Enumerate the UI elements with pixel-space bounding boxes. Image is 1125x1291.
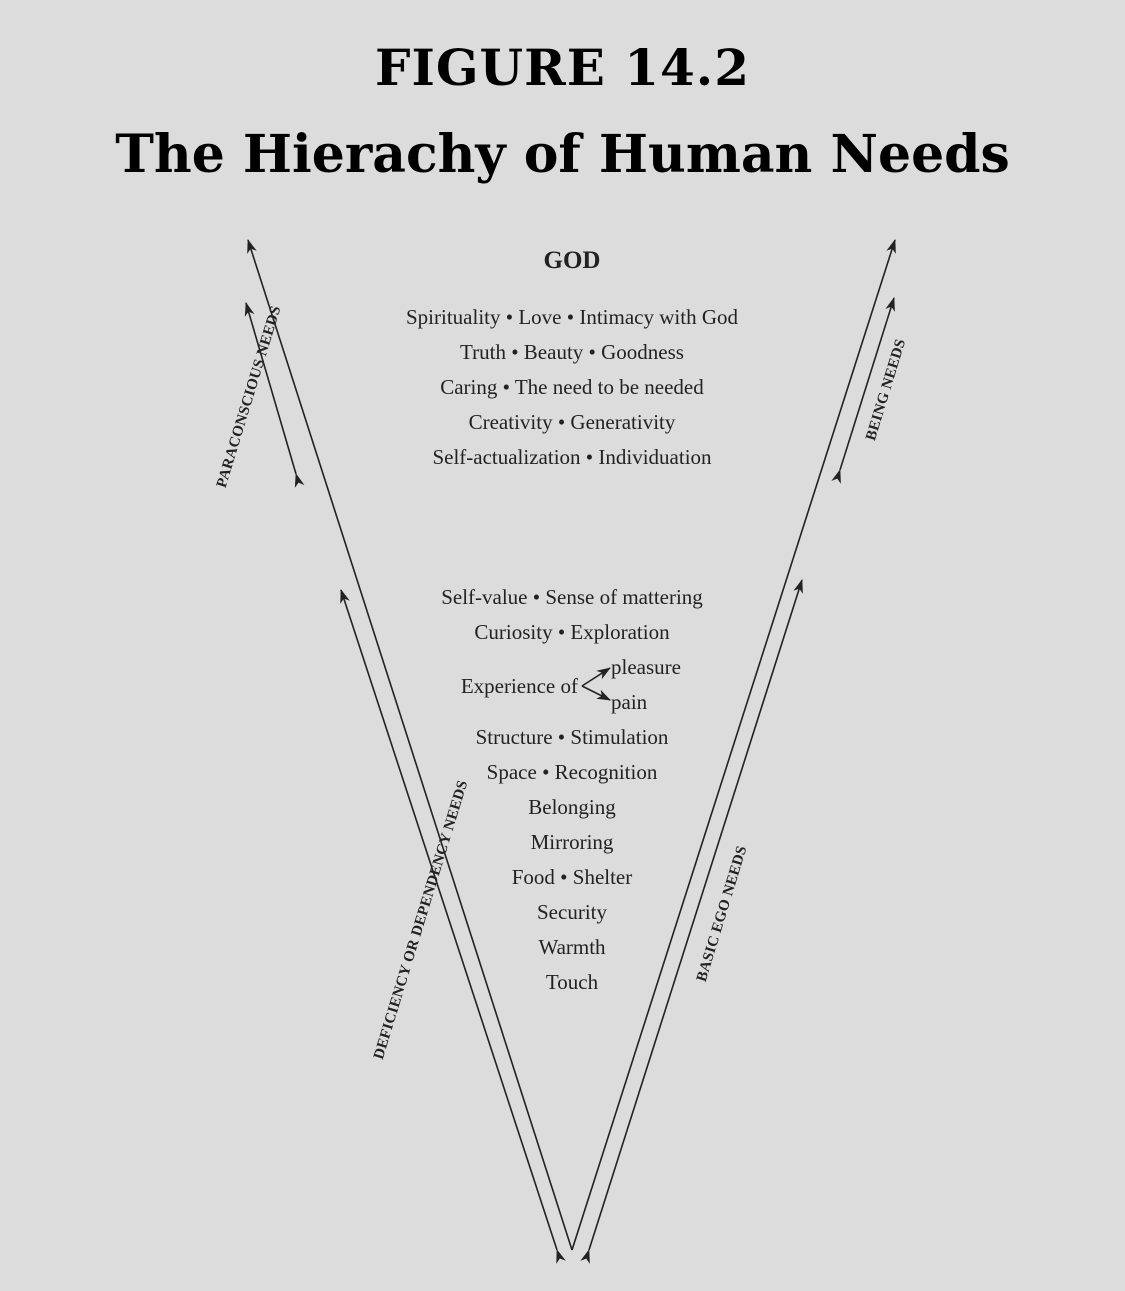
lower-need: Warmth [538,935,606,959]
lower-need: Space • Recognition [487,760,658,784]
lower-need: Touch [546,970,599,994]
lower-need: Belonging [528,795,616,819]
upper-need: Truth • Beauty • Goodness [460,340,684,364]
lower-need: Food • Shelter [512,865,633,889]
apex-label: GOD [544,247,601,274]
figure-label: FIGURE 14.2 [374,38,751,97]
experience-label: Experience of [461,674,578,698]
basic-ego-arrow [580,579,803,1264]
lower-need: Self-value • Sense of mattering [441,585,703,609]
deficiency-arrow [340,589,566,1264]
lower-need: Security [537,900,607,924]
lower-need: Curiosity • Exploration [474,620,670,644]
upper-need: Caring • The need to be needed [440,375,704,399]
experience-pleasure: pleasure [611,655,681,679]
being-needs-label: BEING NEEDS [863,337,909,442]
deficiency-label: DEFICIENCY OR DEPENDENCY NEEDS [371,778,471,1061]
upper-need: Creativity • Generativity [469,410,676,434]
lower-need: Mirroring [531,830,614,854]
figure-title: The Hierachy of Human Needs [115,124,1010,185]
upper-need: Self-actualization • Individuation [432,445,712,469]
pain-branch-arrow [581,685,611,701]
being-needs-arrow [831,297,895,484]
experience-pain: pain [611,690,648,714]
paraconscious-arrow [244,302,305,488]
basic-ego-label: BASIC EGO NEEDS [694,844,751,984]
upper-need: Spirituality • Love • Intimacy with God [406,305,738,329]
pleasure-branch-arrow [581,667,611,687]
lower-need: Structure • Stimulation [476,725,669,749]
